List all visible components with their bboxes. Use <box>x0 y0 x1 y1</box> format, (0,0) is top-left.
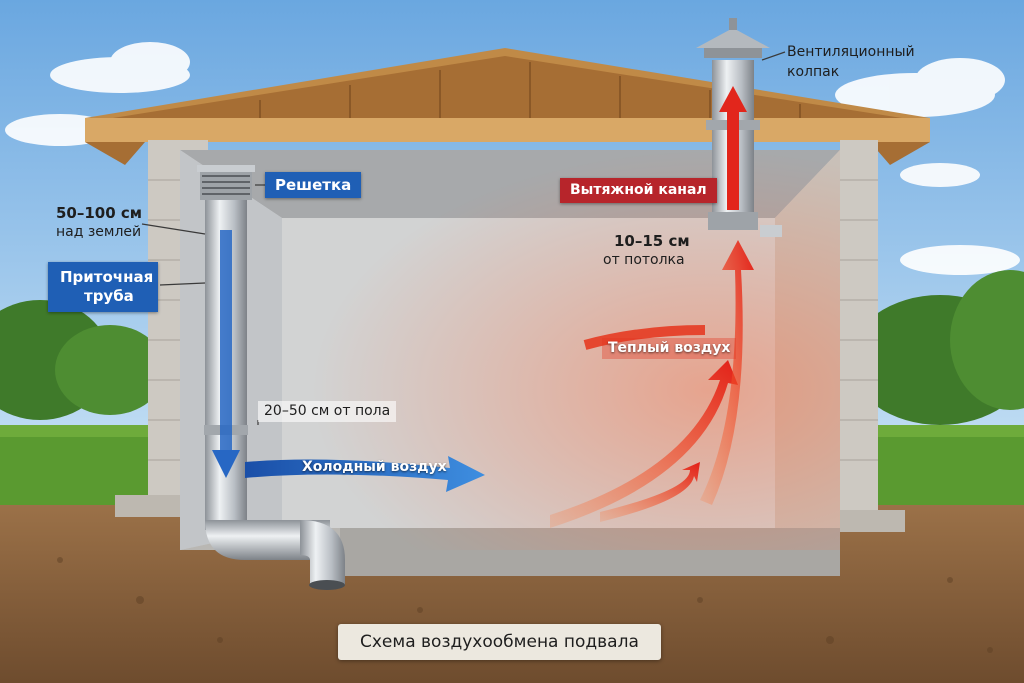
ventilation-cap-label-line2: колпак <box>787 64 840 80</box>
grate-label: Решетка <box>265 172 362 198</box>
cold-air-down-arrow <box>212 230 240 478</box>
from-ceiling-sublabel: от потолка <box>603 252 685 268</box>
warm-air-label: Теплый воздух <box>602 338 737 359</box>
from-floor-label: 20–50 см от пола <box>258 401 397 422</box>
height-above-ground-label: 50–100 см <box>56 204 143 222</box>
exhaust-up-arrow <box>719 86 747 210</box>
supply-pipe-label-line1: Приточная <box>60 268 154 286</box>
cold-air-label: Холодный воздух <box>302 459 447 475</box>
clouds <box>5 42 1020 275</box>
walls <box>115 140 905 532</box>
height-above-ground-sublabel: над землей <box>56 224 142 240</box>
diagram-caption: Схема воздухообмена подвала <box>338 624 661 661</box>
cold-air-arrow <box>245 456 485 492</box>
supply-pipe-badge <box>48 262 158 312</box>
exhaust-channel-label: Вытяжной канал <box>560 178 717 203</box>
basement-interior <box>180 150 840 576</box>
trees <box>0 270 1024 425</box>
from-ceiling-label: 10–15 см <box>614 232 690 250</box>
ventilation-cap-label-line1: Вентиляционный <box>787 44 915 60</box>
warm-air-arrows <box>550 240 754 528</box>
supply-pipe-label-line2: труба <box>84 287 134 305</box>
